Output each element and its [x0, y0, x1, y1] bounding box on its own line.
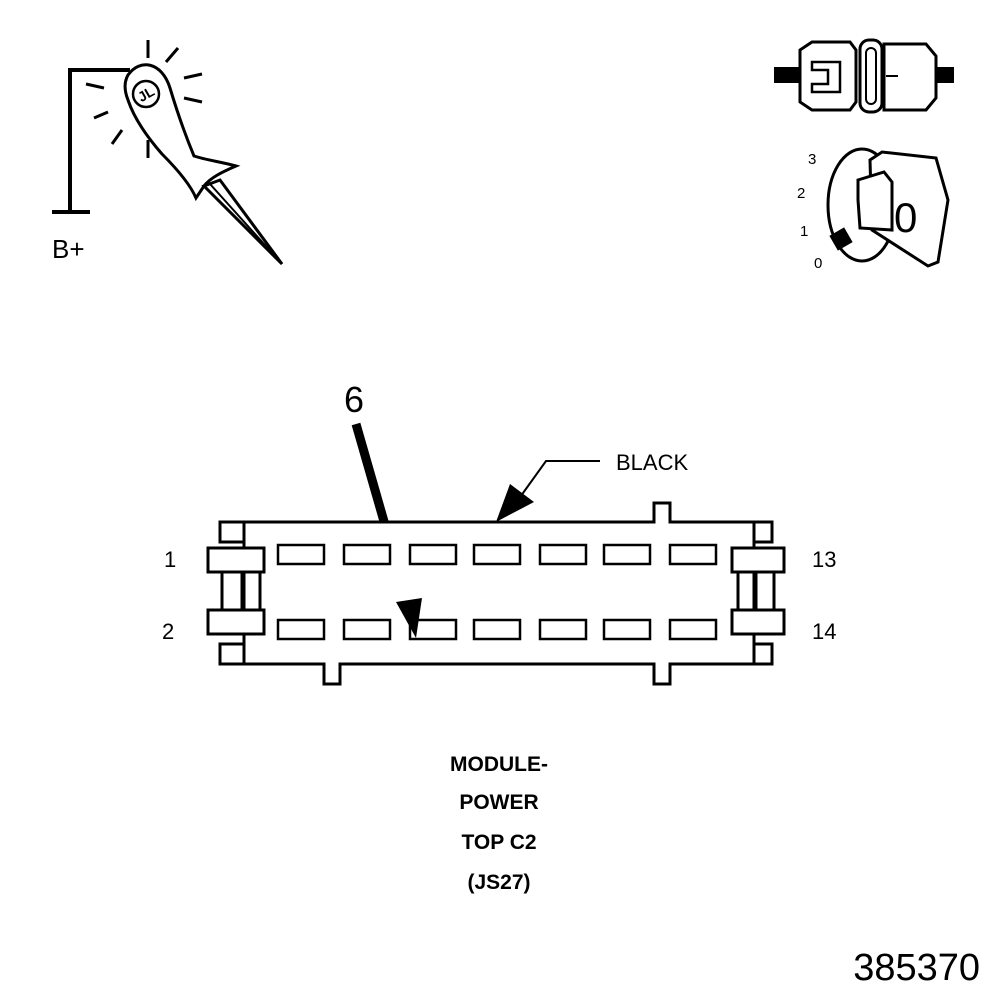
- left-latch: [206, 520, 266, 666]
- caption-line-2: POWER: [459, 791, 538, 814]
- ignition-position-3: 3: [808, 151, 816, 168]
- pin-label-bottom-right: 14: [812, 619, 836, 644]
- connector-face: [206, 501, 786, 686]
- cavity: [538, 618, 588, 641]
- caption-line-4: (JS27): [467, 871, 530, 894]
- pin-label-top-left: 1: [164, 547, 176, 572]
- cavity: [538, 543, 588, 566]
- pin-label-top-right: 13: [812, 547, 836, 572]
- probe-logo-circle: [131, 79, 161, 109]
- cavity: [472, 543, 522, 566]
- b-plus-label: B+: [52, 234, 85, 264]
- cavity-pin-6: [408, 618, 458, 641]
- caption-line-3: TOP C2: [461, 831, 536, 854]
- pin-number-label: 6: [344, 379, 364, 420]
- cavity: [342, 618, 392, 641]
- test-light-probe: [52, 40, 284, 266]
- pin-pointer-head: [396, 598, 422, 638]
- disconnected-connector-icon: [774, 38, 954, 114]
- terminal-cavities: [276, 543, 718, 641]
- connector-caption: MODULE- POWER TOP C2 (JS27): [450, 753, 548, 894]
- connector-body: [242, 501, 756, 686]
- ignition-switch-icon: [826, 147, 950, 268]
- cavity: [408, 543, 458, 566]
- cavity: [602, 543, 652, 566]
- cavity: [342, 543, 392, 566]
- ignition-position-0: 0: [814, 255, 822, 272]
- caption-line-1: MODULE-: [450, 753, 548, 776]
- ignition-position-2: 2: [797, 185, 805, 202]
- cavity: [472, 618, 522, 641]
- light-rays-icon: [85, 40, 203, 158]
- ignition-position-1: 1: [800, 223, 808, 240]
- ignition-key-label: 0: [894, 194, 917, 241]
- ignition-positions: 3 2 1 0: [797, 151, 822, 272]
- probe-logo: JL: [135, 83, 158, 105]
- right-latch: [730, 520, 786, 666]
- b-plus-wire: [68, 68, 130, 212]
- cavity: [668, 543, 718, 566]
- figure-number: 385370: [853, 947, 980, 989]
- cavity: [602, 618, 652, 641]
- connector-color-label: BLACK: [616, 450, 688, 475]
- color-leader-arrow: [496, 460, 600, 522]
- cavity: [276, 618, 326, 641]
- pin-label-bottom-left: 2: [162, 619, 174, 644]
- cavity: [276, 543, 326, 566]
- cavity: [668, 618, 718, 641]
